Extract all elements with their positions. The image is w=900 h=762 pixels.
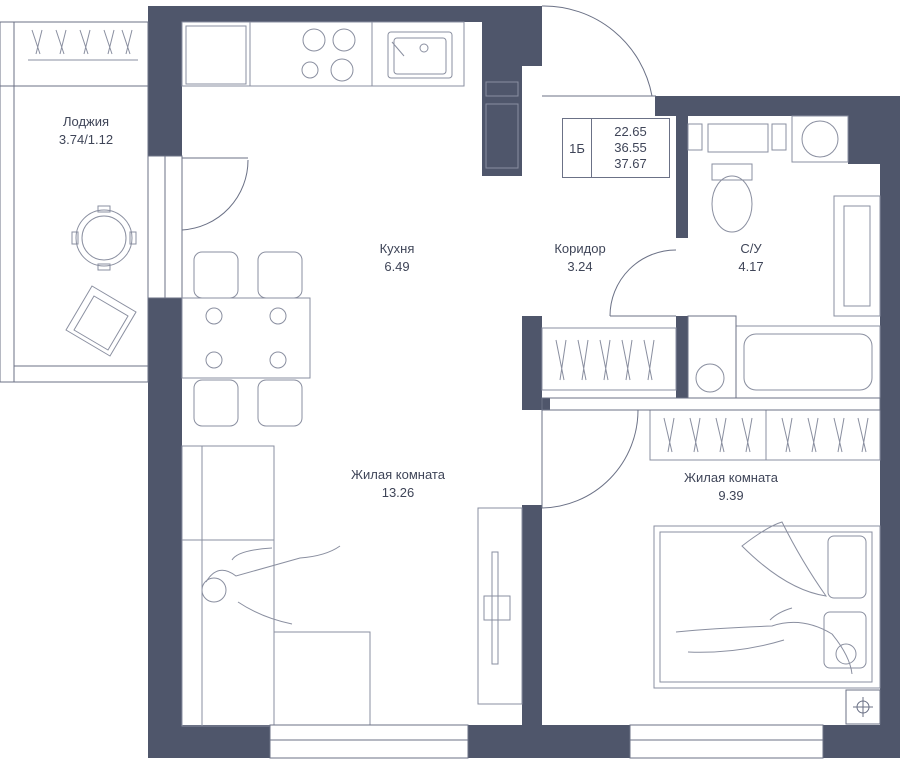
bedroom-wardrobe: [649, 409, 881, 461]
room-name: Коридор: [554, 241, 606, 256]
room-name: С/У: [740, 241, 762, 256]
room-label-loggia: Лоджия 3.74/1.12: [59, 113, 113, 149]
drying-rack: [28, 29, 138, 61]
room-label-kitchen: Кухня 6.49: [380, 240, 415, 276]
round-table: [71, 205, 137, 271]
room-label-bathroom: С/У 4.17: [738, 240, 763, 276]
electric-socket-icon: [845, 689, 881, 725]
area-living: 22.65: [614, 124, 647, 139]
unit-code: 1Б: [563, 119, 592, 177]
sofa: [181, 445, 371, 727]
room-area: 6.49: [384, 259, 410, 274]
room-label-living: Жилая комната 13.26: [351, 466, 445, 502]
person-on-sofa: [201, 545, 341, 625]
room-name: Кухня: [379, 241, 415, 256]
dining-table: [181, 251, 311, 427]
room-label-corridor: Коридор 3.24: [554, 240, 605, 276]
partitions: [541, 315, 881, 411]
room-name: Лоджия: [62, 114, 110, 129]
unit-areas: 22.65 36.55 37.67: [592, 119, 669, 177]
loggia-area: [0, 21, 249, 383]
room-name: Жилая комната: [684, 470, 778, 485]
corridor-wardrobe: [541, 327, 677, 391]
area-total: 36.55: [614, 140, 647, 155]
kitchen-counter: [181, 21, 519, 169]
room-label-bedroom: Жилая комната 9.39: [684, 469, 778, 505]
armchair: [65, 285, 137, 357]
room-area: 3.24: [567, 259, 593, 274]
room-area: 4.17: [738, 259, 764, 274]
windows: [269, 724, 824, 759]
room-name: Жилая комната: [351, 467, 445, 482]
tv-stand: [477, 507, 523, 705]
area-total-with-loggia: 37.67: [614, 156, 647, 171]
room-area: 9.39: [718, 488, 744, 503]
bed: [653, 521, 881, 689]
unit-summary-badge: 1Б 22.65 36.55 37.67: [562, 118, 670, 178]
room-area: 13.26: [381, 485, 415, 500]
walls: [148, 6, 900, 758]
room-area: 3.74/1.12: [58, 132, 114, 147]
